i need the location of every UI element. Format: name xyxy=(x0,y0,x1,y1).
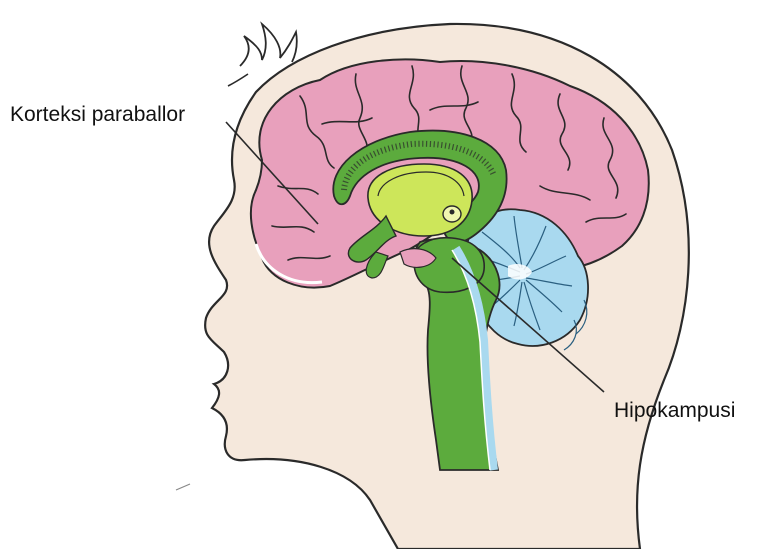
cortex-label: Korteksi paraballor xyxy=(10,104,185,125)
hippocampus-label: Hipokampusi xyxy=(614,400,735,421)
hair-tuft xyxy=(240,24,297,66)
pineal-dot xyxy=(450,210,455,215)
chin-shadow xyxy=(176,484,190,490)
hair-tuft-2 xyxy=(228,74,248,86)
